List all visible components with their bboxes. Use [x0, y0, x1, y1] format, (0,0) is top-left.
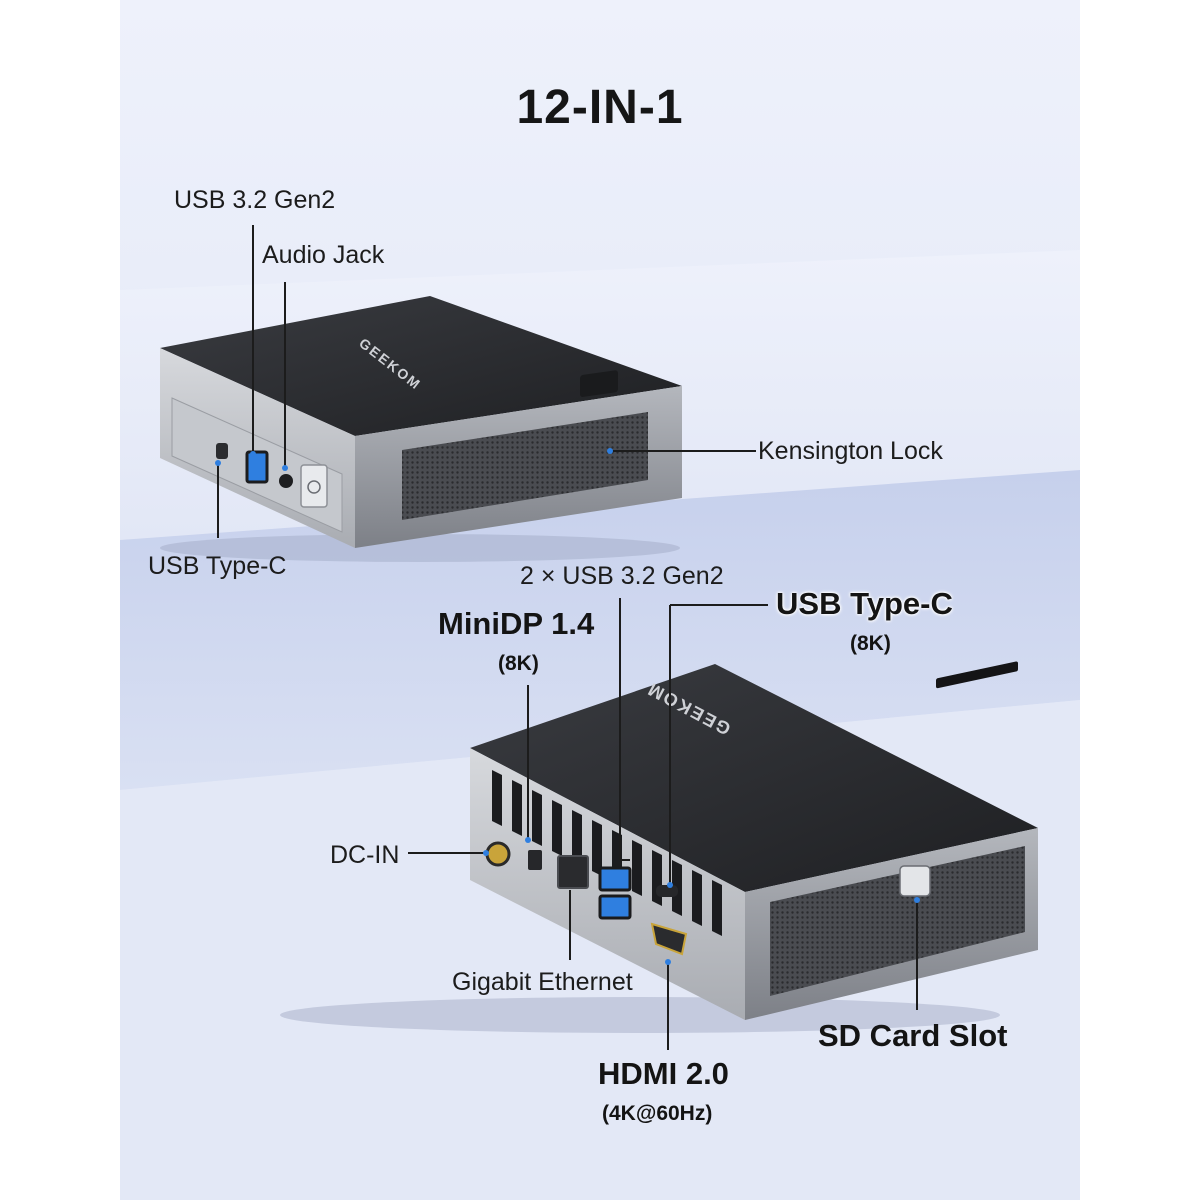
shelf-front-face	[120, 470, 1080, 790]
front-unit: GEEKOM	[160, 296, 682, 562]
label-dual-usb: 2 × USB 3.2 Gen2	[520, 562, 724, 590]
rear-usb-a-port-1	[598, 866, 632, 892]
sd-card-slot	[936, 661, 1018, 689]
power-button	[300, 464, 328, 508]
headline-title: 12-IN-1	[516, 81, 684, 134]
sd-slot-icon-plate	[899, 865, 931, 897]
label-sd-card-slot: SD Card Slot	[818, 1018, 1008, 1053]
rear-usb-a-port-2	[598, 894, 632, 920]
label-hdmi: HDMI 2.0	[598, 1056, 729, 1091]
front-usb-c-port	[216, 443, 228, 459]
label-usb-c-front: USB Type-C	[148, 552, 287, 580]
rear-callout-lines	[408, 598, 918, 1050]
power-icon	[307, 480, 321, 494]
label-gigabit-ethernet: Gigabit Ethernet	[452, 968, 633, 996]
product-illustration: GEEKOM	[120, 225, 1080, 1200]
label-usb-gen2-front: USB 3.2 Gen2	[174, 186, 336, 214]
hdmi-port	[650, 922, 688, 956]
rear-unit: GEEKOM	[280, 661, 1038, 1033]
rear-unit-lid	[470, 664, 1038, 892]
ethernet-port	[557, 855, 589, 889]
front-callout-dots	[215, 448, 613, 471]
label-hdmi-sub: (4K@60Hz)	[602, 1102, 713, 1125]
product-panel: GEEKOM	[120, 0, 1080, 1200]
label-audio-jack: Audio Jack	[262, 241, 385, 269]
rear-callout-dots	[483, 837, 920, 965]
front-side-vent-mesh	[402, 412, 648, 520]
label-usb-c-rear-sub: (8K)	[850, 632, 891, 655]
dc-in-port	[485, 841, 511, 867]
rear-usb-c-port	[656, 885, 678, 897]
front-usb-a-port	[245, 450, 269, 484]
kensington-slot	[580, 370, 618, 397]
audio-jack	[279, 474, 293, 488]
front-unit-lid	[160, 296, 682, 436]
label-kensington-lock: Kensington Lock	[758, 437, 943, 465]
minidp-port	[528, 850, 542, 870]
label-dc-in: DC-IN	[330, 841, 400, 869]
rear-side-vent-mesh	[770, 846, 1025, 996]
front-callout-lines	[217, 225, 756, 538]
label-minidp: MiniDP 1.4	[438, 606, 595, 641]
label-minidp-sub: (8K)	[498, 652, 539, 675]
label-usb-c-rear: USB Type-C	[776, 586, 953, 621]
